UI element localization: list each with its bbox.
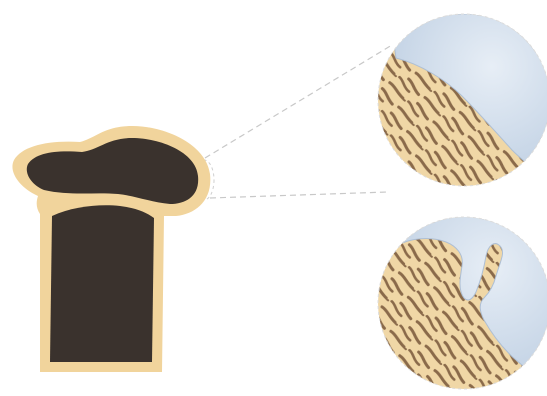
bone-silhouette <box>12 126 210 372</box>
magnified-healthy-cartilage <box>370 10 547 200</box>
zoom-guide-lines <box>194 45 392 200</box>
magnified-damaged-cartilage <box>370 213 547 396</box>
